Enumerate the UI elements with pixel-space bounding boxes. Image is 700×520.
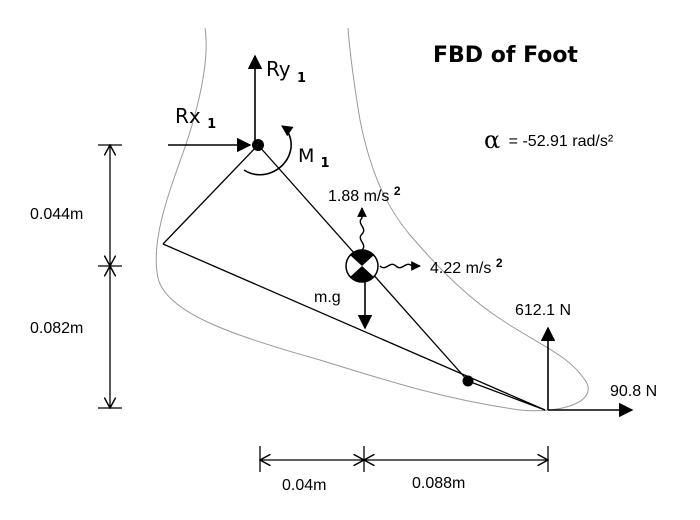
alpha-symbol: α [484,126,500,154]
dimension-right-horizontal: 0.088m [412,475,465,492]
ankle-joint-point [252,139,264,151]
rx-label: Rx 1 [175,104,216,132]
horizontal-acceleration-sup: 2 [496,256,503,270]
horizontal-dimension-lines [260,446,548,472]
alpha-label: α = -52.91 rad/s² [484,126,614,154]
moment-label-base: M [298,145,314,167]
vertical-dimension-lines [98,145,122,408]
ry-label-sub: 1 [297,71,306,86]
dimension-left-horizontal: 0.04m [282,477,326,494]
dimension-upper-vertical: 0.044m [30,206,83,223]
vertical-ground-force-label: 612.1 N [515,302,571,319]
metatarsal-point [462,375,474,387]
vertical-acceleration-label: 1.88 m/s 2 [328,184,401,205]
ry-label-base: Ry [266,57,291,81]
foot-outline-sketch [155,27,589,412]
diagram-title: FBD of Foot [433,43,578,68]
horizontal-acceleration-arrow [379,261,421,271]
moment-arc-icon [243,125,294,176]
weight-label: m.g [314,289,341,306]
moment-label: M 1 [298,145,330,171]
rx-label-base: Rx [175,104,201,128]
ry-label: Ry 1 [266,57,306,86]
vertical-acceleration-sup: 2 [394,184,401,198]
alpha-value: = -52.91 rad/s² [509,133,614,150]
rx-label-sub: 1 [207,117,216,132]
horizontal-ground-force-label: 90.8 N [610,383,657,400]
vertical-acceleration-arrow [357,207,367,251]
horizontal-acceleration-label: 4.22 m/s 2 [430,256,503,277]
dimension-lower-vertical: 0.082m [30,320,83,337]
vertical-acceleration-value: 1.88 m/s [328,188,389,205]
horizontal-acceleration-value: 4.22 m/s [430,260,491,277]
moment-label-sub: 1 [320,156,329,171]
center-of-mass-icon [345,249,379,283]
